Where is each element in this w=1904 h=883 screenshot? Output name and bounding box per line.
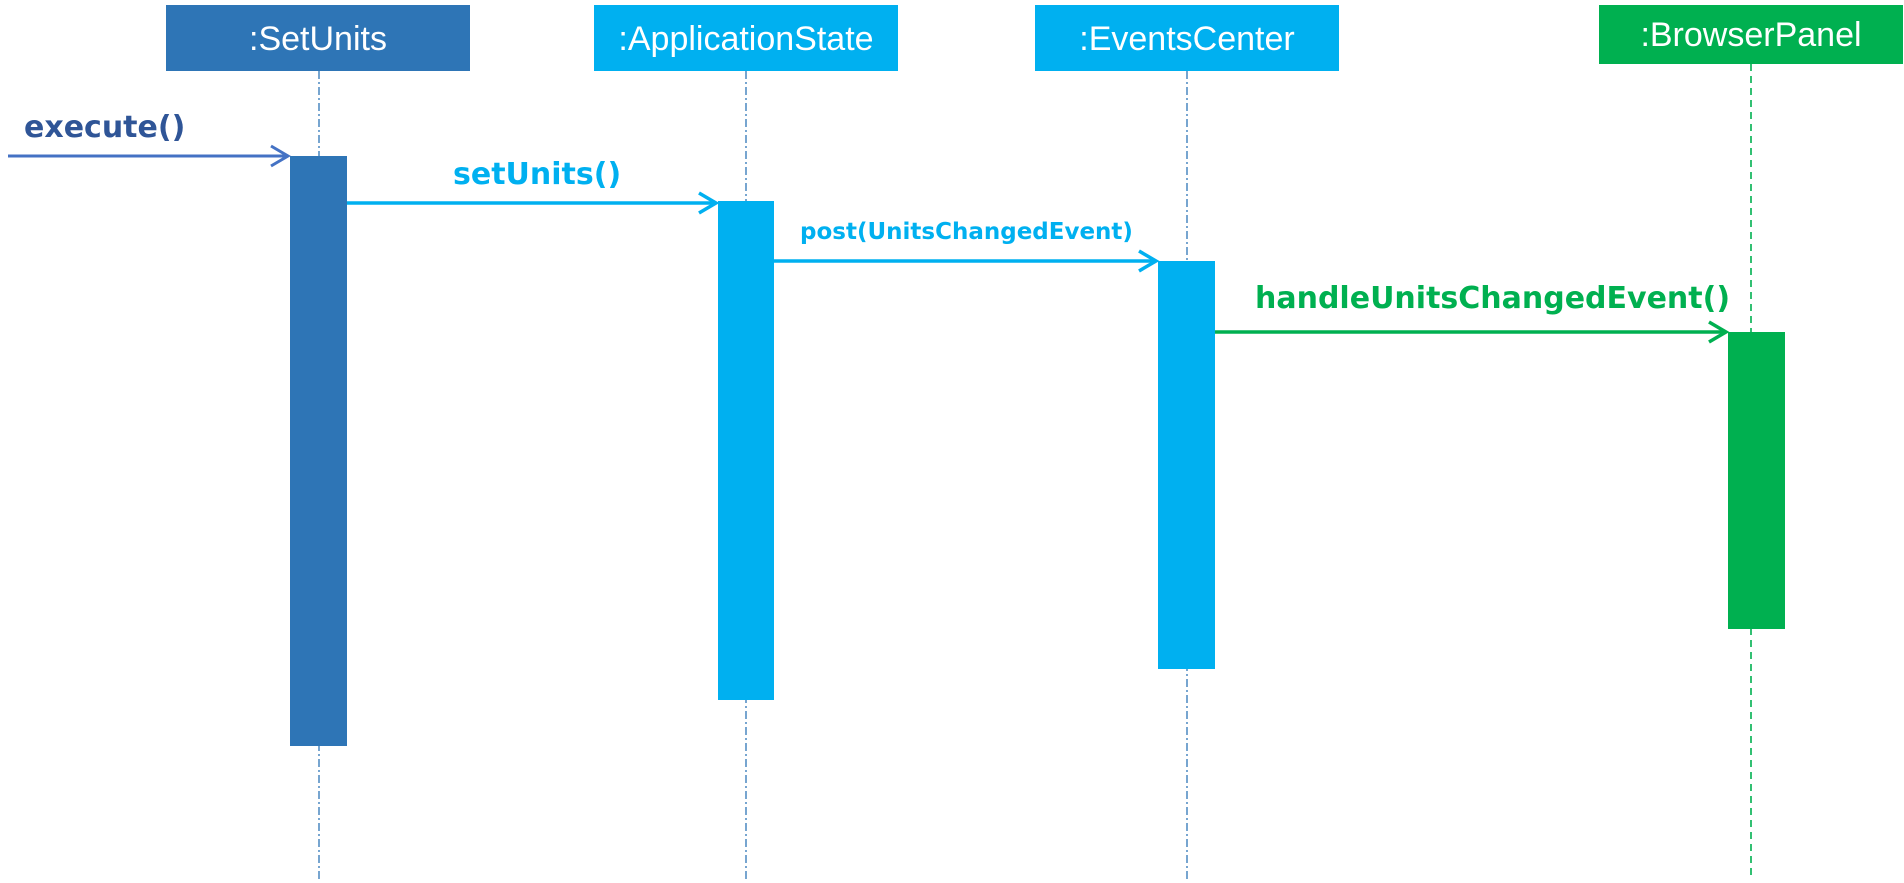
participant-box (1599, 5, 1903, 64)
participant-label: :SetUnits (249, 20, 387, 58)
participant-label: :EventsCenter (1079, 20, 1294, 58)
message-label: execute() (24, 110, 185, 145)
participant-box (166, 5, 470, 71)
arrowhead-icon (698, 191, 720, 215)
activation-bar-eventscenter (1158, 261, 1215, 669)
arrowhead-icon (1708, 320, 1730, 344)
message-handle-units-changed-event: handleUnitsChangedEvent() (1215, 281, 1730, 344)
participant-label: :ApplicationState (618, 20, 873, 58)
participant-eventscenter: :EventsCenter (1035, 5, 1339, 71)
participant-applicationstate: :ApplicationState (594, 5, 898, 71)
message-label: post(UnitsChangedEvent) (800, 219, 1133, 245)
participant-setunits: :SetUnits (166, 5, 470, 71)
participant-box (594, 5, 898, 71)
activation-bar-setunits (290, 156, 347, 746)
participant-label: :BrowserPanel (1640, 16, 1861, 54)
participant-box (1035, 5, 1339, 71)
activation-bar-browserpanel (1728, 332, 1785, 629)
message-label: setUnits() (453, 157, 621, 192)
message-label: handleUnitsChangedEvent() (1255, 281, 1730, 316)
participant-browserpanel: :BrowserPanel (1599, 5, 1903, 64)
arrowhead-icon (1138, 249, 1160, 273)
message-setunits: setUnits() (347, 157, 720, 215)
message-post-units-changed-event: post(UnitsChangedEvent) (774, 219, 1160, 273)
arrowhead-icon (270, 144, 291, 168)
activation-bar-applicationstate (718, 201, 774, 700)
message-execute: execute() (8, 110, 291, 168)
